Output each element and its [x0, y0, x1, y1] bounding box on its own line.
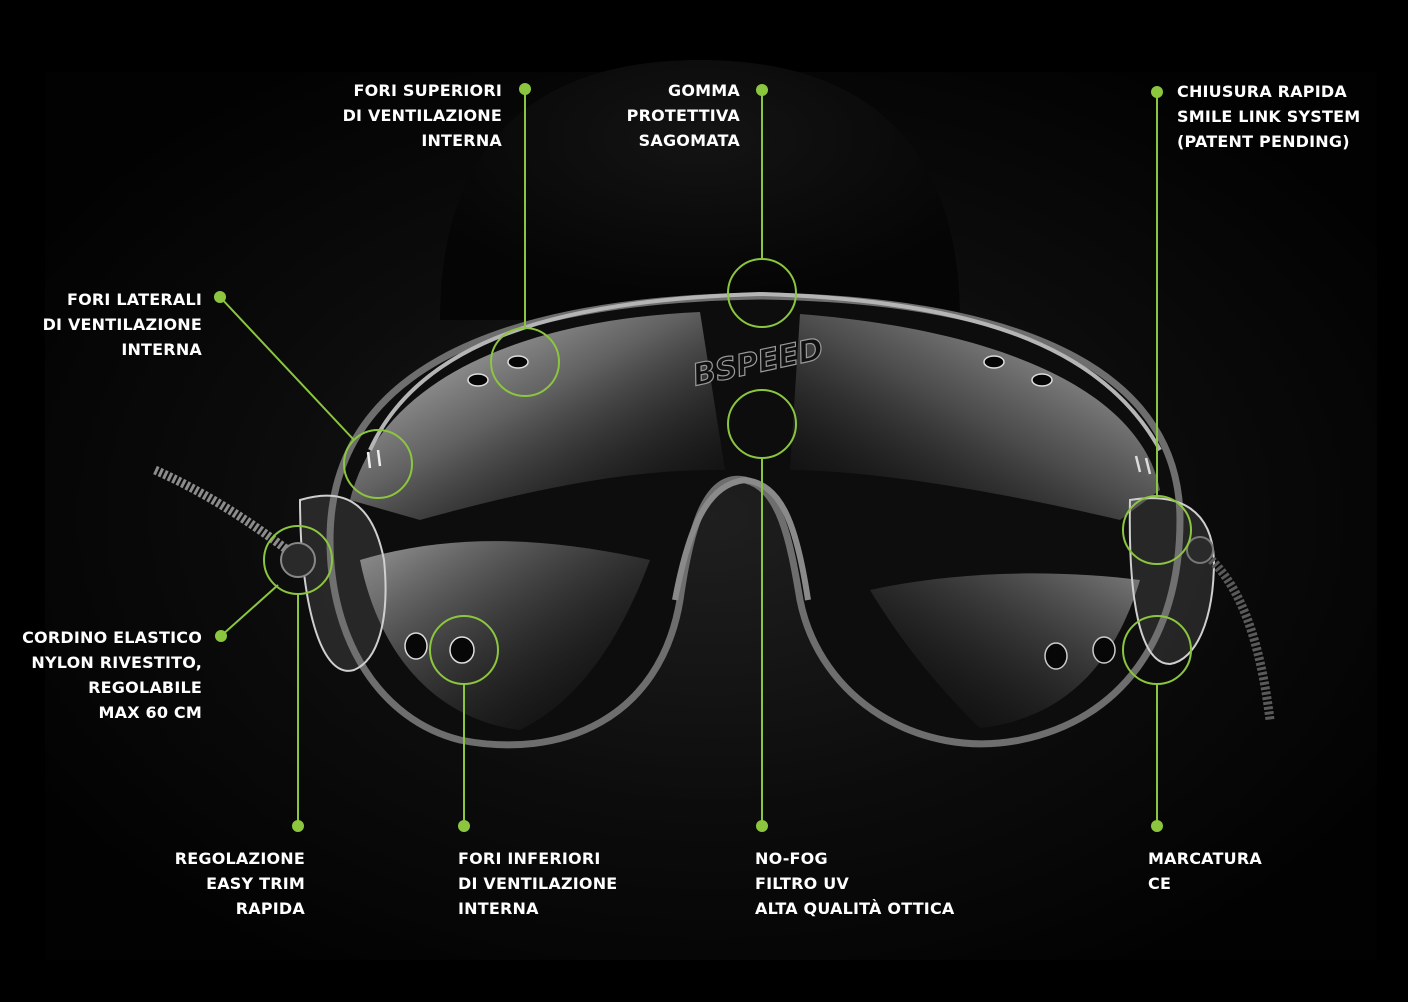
callouts [214, 83, 1192, 832]
vent-hole [983, 355, 1005, 369]
callout-dot [756, 84, 768, 96]
side-vent [1134, 455, 1142, 473]
callout-ring [490, 327, 560, 397]
callout-dot [1151, 820, 1163, 832]
lens-right-highlight [790, 314, 1160, 520]
lower-lens-left [360, 541, 650, 730]
callout-dot [458, 820, 470, 832]
nose-bridge [672, 476, 811, 601]
callout-ring [1122, 615, 1192, 685]
cord-knob-left [280, 542, 316, 578]
head-silhouette [440, 60, 960, 320]
side-vent [376, 449, 382, 467]
callout-dot [214, 291, 226, 303]
vent-hole [507, 355, 529, 369]
side-shield-left [298, 494, 387, 672]
leader-line [219, 296, 355, 441]
callout-dot [292, 820, 304, 832]
callout-dot [1151, 86, 1163, 98]
callout-ring [727, 258, 797, 328]
callout-dot [519, 83, 531, 95]
leader-line [220, 584, 279, 637]
callout-ring [343, 429, 413, 499]
lens-left-highlight [350, 312, 725, 520]
cord-knob-right [1186, 536, 1214, 564]
vent-hole [1031, 373, 1053, 387]
callout-ring [429, 615, 499, 685]
elastic-cord-left [153, 465, 303, 564]
lower-lens-right [870, 573, 1140, 728]
side-vent [1144, 457, 1152, 475]
side-vent [366, 451, 372, 469]
vent-hole [1092, 636, 1116, 664]
vent-hole [1044, 642, 1068, 670]
callout-dot [215, 630, 227, 642]
goggles-illustration: BSPEED [153, 291, 1275, 749]
elastic-cord-right [1197, 546, 1275, 721]
callout-ring [1122, 495, 1192, 565]
vent-hole [404, 632, 428, 660]
callout-ring [727, 389, 797, 459]
vent-hole [449, 636, 475, 664]
vent-hole [467, 373, 489, 387]
rubber-top-band [368, 291, 1162, 451]
callout-dot [756, 820, 768, 832]
